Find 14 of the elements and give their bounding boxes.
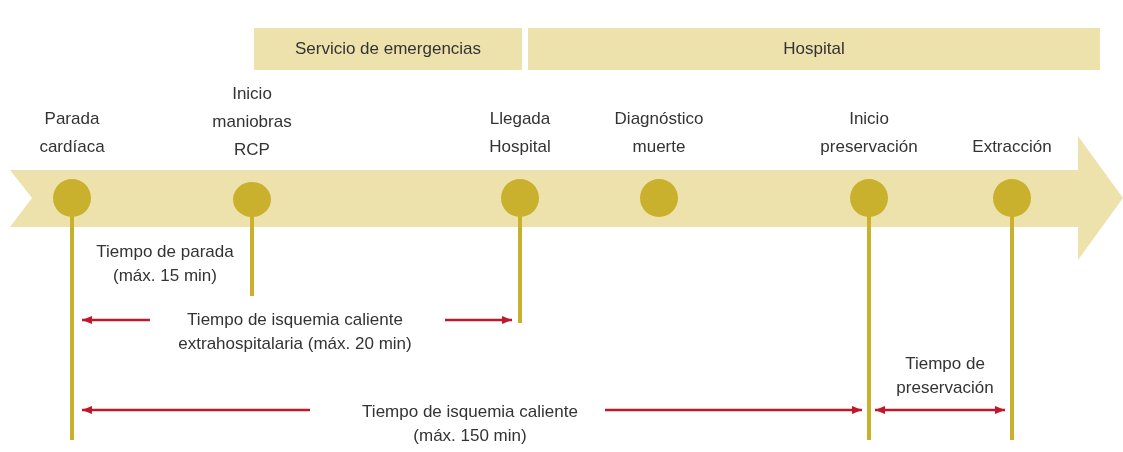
phase-band <box>254 28 522 70</box>
phase-band <box>528 28 1100 70</box>
interval-label: Tiempo de parada (máx. 15 min) <box>95 241 235 287</box>
event-label: Parada cardíaca <box>38 108 106 158</box>
event-label: Diagnóstico muerte <box>613 108 705 158</box>
phase-label: Hospital <box>783 39 845 59</box>
interval-label: Tiempo de isquemia caliente (máx. 150 min) <box>361 401 579 447</box>
event-label: Inicio preservación <box>819 108 919 158</box>
event-label: Llegada Hospital <box>488 108 552 158</box>
interval-label: Tiempo de isquemia caliente extrahospitalaria (máx. 20 min) <box>177 309 413 355</box>
phase-label: Servicio de emergencias <box>294 39 482 59</box>
event-label: Extracción <box>972 136 1052 158</box>
interval-label: Tiempo de preservación <box>895 353 995 399</box>
event-label: Inicio maniobras RCP <box>211 83 293 161</box>
